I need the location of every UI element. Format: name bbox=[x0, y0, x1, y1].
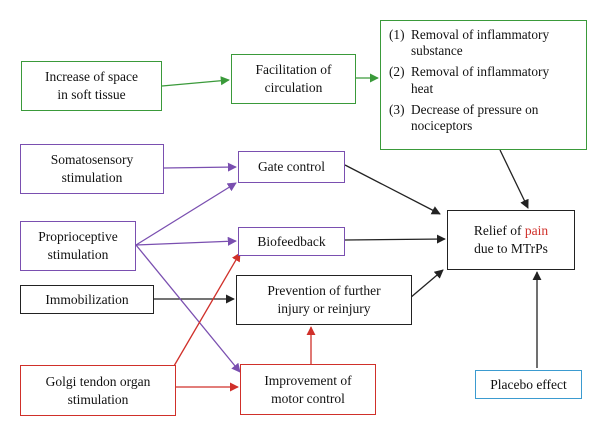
arrow-proprioceptive-to-biofeedback bbox=[135, 236, 237, 246]
proprioceptive-line2: stimulation bbox=[47, 247, 109, 262]
proprioceptive-line1: Proprioceptive bbox=[38, 229, 118, 245]
improvement-of-motor-control-box: Improvement of motor control bbox=[240, 364, 376, 415]
prevention-line1: Prevention of further bbox=[267, 283, 381, 299]
increase-of-space-box: Increase of space in soft tissue bbox=[21, 61, 162, 111]
outcome-2-line2: heat bbox=[411, 80, 434, 96]
outcome-1-line2: substance bbox=[411, 43, 463, 59]
gate-control-label: Gate control bbox=[257, 159, 326, 175]
relief-prefix: Relief of bbox=[473, 223, 525, 239]
outcome-item-1: (1) Removal of inflammatory substance bbox=[389, 27, 578, 59]
outcome-number-3: (3) bbox=[389, 101, 405, 117]
arrow-outcomes-to-relief bbox=[499, 149, 529, 209]
immobilization-label: Immobilization bbox=[45, 291, 129, 307]
outcome-item-2: (2) Removal of inflammatory heat bbox=[389, 64, 578, 96]
relief-line2: due to MTrPs bbox=[474, 241, 548, 256]
proprioceptive-stimulation-box: Proprioceptive stimulation bbox=[20, 221, 136, 271]
prevention-of-injury-box: Prevention of further injury or reinjury bbox=[236, 275, 412, 325]
outcome-2-line1: Removal of inflammatory bbox=[411, 64, 550, 80]
golgi-tendon-stimulation-box: Golgi tendon organ stimulation bbox=[20, 365, 176, 416]
prevention-line2: injury or reinjury bbox=[277, 301, 371, 316]
biofeedback-box: Biofeedback bbox=[238, 227, 345, 256]
motor-control-line2: motor control bbox=[271, 390, 345, 406]
arrow-somatosensory-to-gate bbox=[163, 162, 237, 172]
outcome-number-1: (1) bbox=[389, 27, 405, 42]
outcome-item-3: (3) Decrease of pressure on nociceptors bbox=[389, 102, 578, 134]
relief-pain-word: pain bbox=[524, 223, 549, 239]
arrow-space-to-facilitation bbox=[161, 76, 230, 87]
golgi-line2: stimulation bbox=[67, 391, 129, 407]
golgi-line1: Golgi tendon organ bbox=[45, 373, 151, 389]
arrow-gate-to-relief bbox=[344, 164, 441, 215]
somatosensory-line1: Somatosensory bbox=[50, 152, 134, 168]
motor-control-line1: Improvement of bbox=[264, 372, 352, 388]
facilitation-line1: Facilitation of bbox=[255, 62, 332, 78]
arrow-biofeedback-to-relief bbox=[344, 234, 446, 244]
arrow-prevention-to-relief bbox=[409, 269, 444, 299]
arrow-golgi-to-biofeedback bbox=[173, 252, 241, 367]
inflammation-outcomes-box: (1) Removal of inflammatory substance (2… bbox=[380, 20, 587, 150]
biofeedback-label: Biofeedback bbox=[257, 233, 326, 249]
gate-control-box: Gate control bbox=[238, 151, 345, 183]
relief-of-pain-box: Relief of pain due to MTrPs bbox=[447, 210, 575, 270]
immobilization-box: Immobilization bbox=[20, 285, 154, 314]
placebo-label: Placebo effect bbox=[490, 376, 567, 392]
facilitation-of-circulation-box: Facilitation of circulation bbox=[231, 54, 356, 104]
placebo-effect-box: Placebo effect bbox=[475, 370, 582, 399]
facilitation-line2: circulation bbox=[264, 80, 323, 95]
arrow-proprioceptive-to-gate bbox=[135, 182, 237, 246]
outcome-3-line1: Decrease of pressure on bbox=[411, 101, 539, 117]
somatosensory-line2: stimulation bbox=[61, 170, 123, 185]
increase-of-space-line2: in soft tissue bbox=[57, 87, 126, 102]
relief-line1: Relief of pain bbox=[474, 222, 548, 240]
outcome-3-line2: nociceptors bbox=[411, 118, 473, 134]
increase-of-space-line1: Increase of space bbox=[45, 69, 138, 85]
outcome-number-2: (2) bbox=[389, 64, 405, 80]
arrow-proprioceptive-to-motor bbox=[135, 244, 241, 373]
somatosensory-stimulation-box: Somatosensory stimulation bbox=[20, 144, 164, 194]
outcome-1-line1: Removal of inflammatory bbox=[411, 27, 550, 42]
